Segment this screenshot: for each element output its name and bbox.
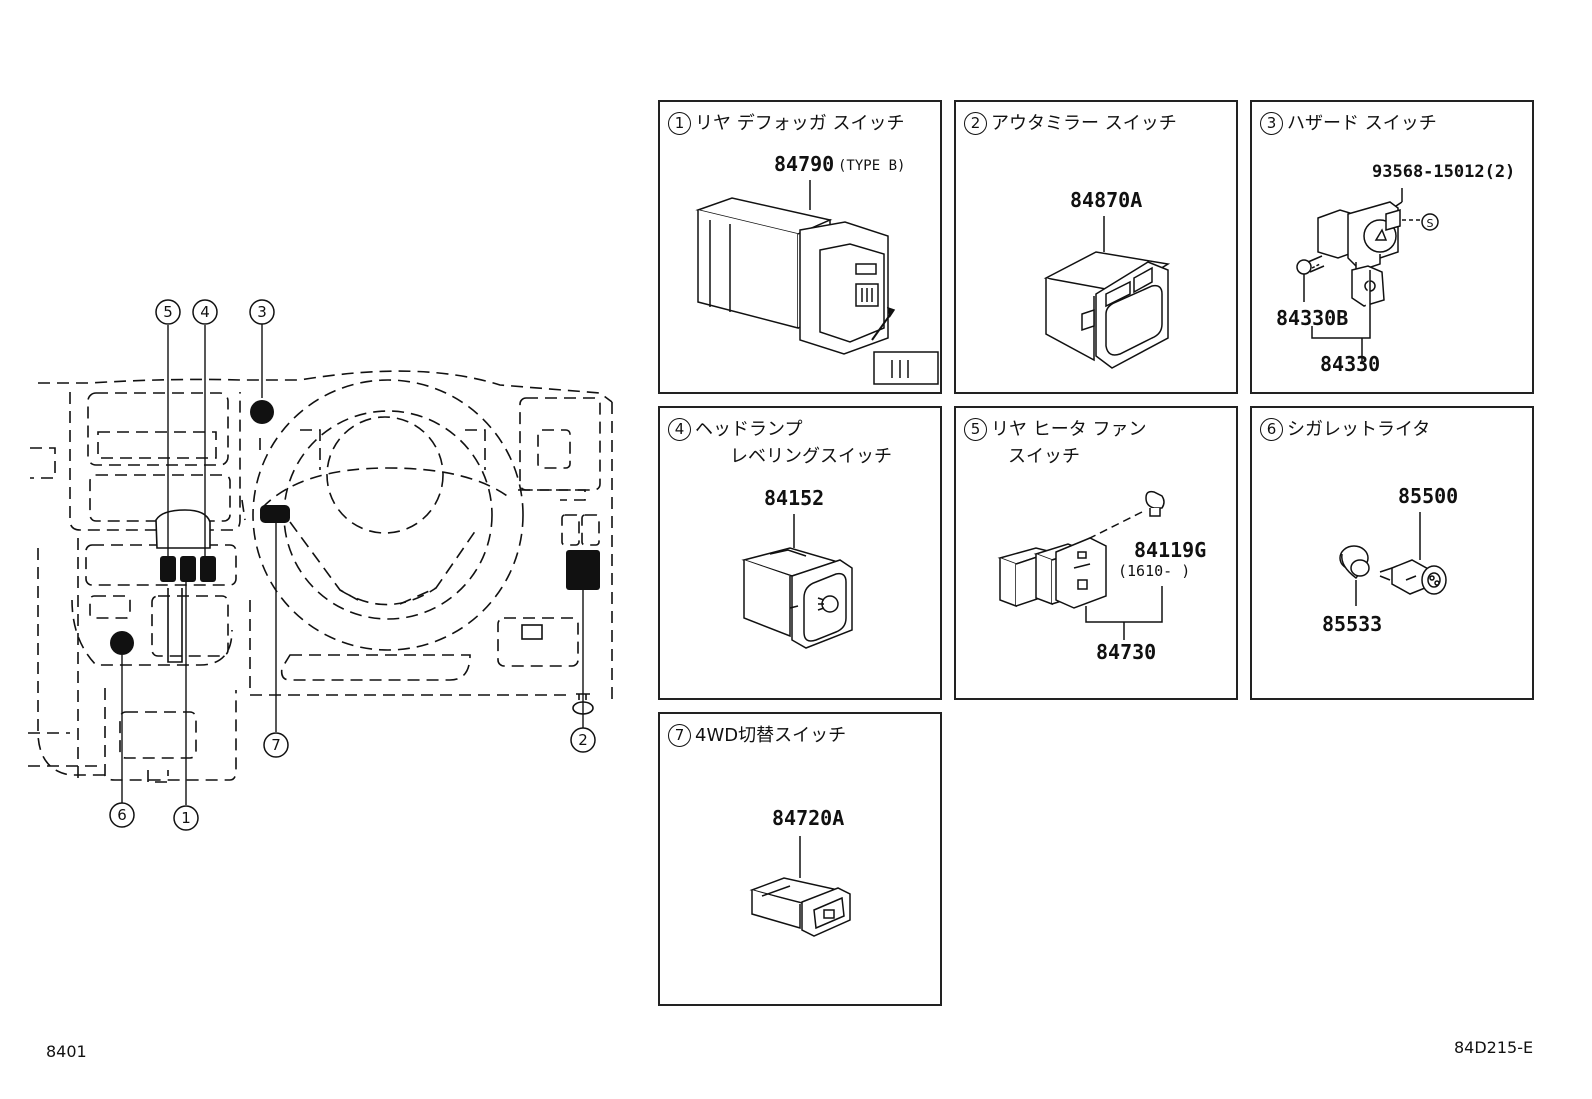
callout-7: 7	[271, 736, 281, 754]
callout-1: 1	[181, 809, 191, 827]
part-number-85500: 85500	[1398, 484, 1459, 508]
rear-heater-fan-switch-drawing	[997, 490, 1165, 640]
rear-defogger-switch-drawing	[695, 180, 939, 385]
part-number-84790: 84790	[774, 152, 835, 176]
switch-markers	[110, 400, 600, 655]
4wd-switch-drawing	[749, 836, 851, 937]
panel-number: 3	[1260, 112, 1283, 135]
callout-5: 5	[163, 303, 173, 321]
panel-number: 6	[1260, 418, 1283, 441]
part-number-85533: 85533	[1322, 612, 1383, 636]
part-number-84730: 84730	[1096, 640, 1157, 664]
part-number-84119g: 84119G	[1134, 538, 1207, 562]
panel-subtitle: レベリングスイッチ	[730, 446, 892, 467]
diagram-code-left: 8401	[46, 1042, 87, 1061]
panel-title-text: 4WD切替スイッチ	[695, 725, 847, 746]
cigarette-lighter-drawing	[1339, 512, 1447, 606]
part-number-93568-15012: 93568-15012(2)	[1372, 162, 1516, 182]
panel-subtitle: スイッチ	[1008, 446, 1080, 467]
part-number-84720a: 84720A	[772, 806, 845, 830]
svg-text:S: S	[1427, 217, 1434, 230]
callout-4: 4	[200, 303, 210, 321]
headlamp-leveling-switch-drawing	[741, 514, 853, 649]
callout-3: 3	[257, 303, 267, 321]
callout-6: 6	[117, 806, 127, 824]
callout-2: 2	[578, 731, 588, 749]
hazard-switch-drawing: S	[1296, 188, 1439, 364]
panel-number: 7	[668, 724, 691, 747]
panel-number: 4	[668, 418, 691, 441]
panel-number: 1	[668, 112, 691, 135]
dashboard-overview: 5 4 3 2 7 6 1	[28, 299, 613, 831]
panel-title-text: シガレットライタ	[1287, 419, 1431, 440]
part-number-84330: 84330	[1320, 352, 1381, 376]
panel-title-text: リヤ ヒータ ファン	[991, 419, 1147, 440]
panel-title-text: アウタミラー スイッチ	[991, 113, 1177, 134]
outer-mirror-switch-drawing	[1043, 216, 1171, 369]
type-note: (TYPE B)	[838, 158, 906, 174]
part-number-84152: 84152	[764, 486, 825, 510]
panel-title-text: リヤ デフォッガ スイッチ	[695, 113, 905, 134]
panel-title-text: ハザード スイッチ	[1287, 113, 1437, 134]
panel-number: 5	[964, 418, 987, 441]
panel-number: 2	[964, 112, 987, 135]
panel-title-text: ヘッドランプ	[695, 419, 803, 440]
diagram-code-right: 84D215-E	[1454, 1038, 1534, 1057]
production-range-note: (1610- )	[1118, 562, 1191, 580]
part-number-84870a: 84870A	[1070, 188, 1143, 212]
